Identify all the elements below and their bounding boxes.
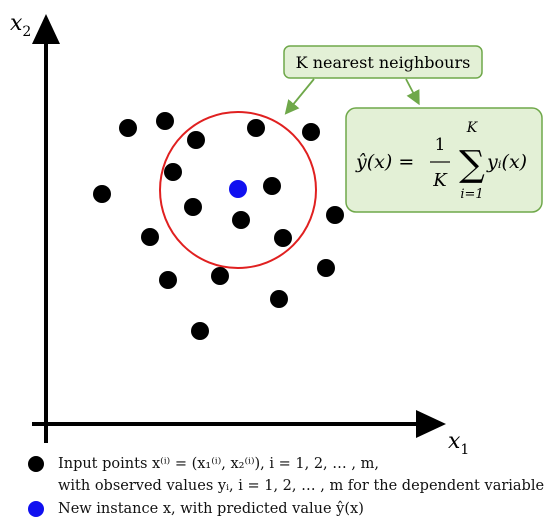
observed-point xyxy=(187,131,205,149)
observed-point xyxy=(211,267,229,285)
observed-point xyxy=(263,177,281,195)
callout-label: K nearest neighbours xyxy=(296,53,471,72)
legend-observed-line2: with observed values yᵢ, i = 1, 2, … , m… xyxy=(58,478,545,494)
sum-upper: K xyxy=(466,120,479,136)
observed-point xyxy=(270,290,288,308)
legend-new-instance-text: New instance x, with predicted value ŷ(x… xyxy=(58,501,364,517)
observed-point xyxy=(119,119,137,137)
observed-point xyxy=(191,322,209,340)
formula: ŷ(x) = 1 K K ∑ i=1 yᵢ(x) xyxy=(355,120,527,202)
arrow-to-circle xyxy=(284,78,315,115)
observed-point xyxy=(159,271,177,289)
sum-symbol: ∑ xyxy=(459,144,485,185)
observed-point-marker xyxy=(28,456,44,472)
observed-point xyxy=(326,206,344,224)
observed-point xyxy=(232,211,250,229)
formula-box xyxy=(345,107,543,213)
sum-lower: i=1 xyxy=(460,187,483,202)
new-instance-marker xyxy=(28,501,44,517)
x-axis-label: x1 xyxy=(448,429,469,458)
new-instance-point xyxy=(229,180,247,198)
formula-lhs: ŷ(x) = xyxy=(355,151,414,173)
arrow-to-formula xyxy=(405,78,420,106)
legend-observed-line1: Input points x⁽ⁱ⁾ = (x₁⁽ⁱ⁾, x₂⁽ⁱ⁾), i = … xyxy=(58,456,379,472)
y-axis-label: x2 xyxy=(10,11,31,40)
observed-point xyxy=(184,198,202,216)
observed-point xyxy=(156,112,174,130)
y-axis-arrowhead xyxy=(32,14,60,44)
neighbourhood-circle xyxy=(159,111,317,269)
data-points xyxy=(93,112,344,340)
observed-point xyxy=(141,228,159,246)
observed-point xyxy=(164,163,182,181)
observed-point xyxy=(93,185,111,203)
observed-point xyxy=(274,229,292,247)
summand: yᵢ(x) xyxy=(486,151,527,173)
x-axis-arrowhead xyxy=(416,410,446,438)
observed-point xyxy=(247,119,265,137)
callout-label-box xyxy=(283,45,483,79)
fraction-denominator: K xyxy=(432,170,448,191)
observed-point xyxy=(317,259,335,277)
fraction-numerator: 1 xyxy=(435,135,446,155)
observed-point xyxy=(302,123,320,141)
